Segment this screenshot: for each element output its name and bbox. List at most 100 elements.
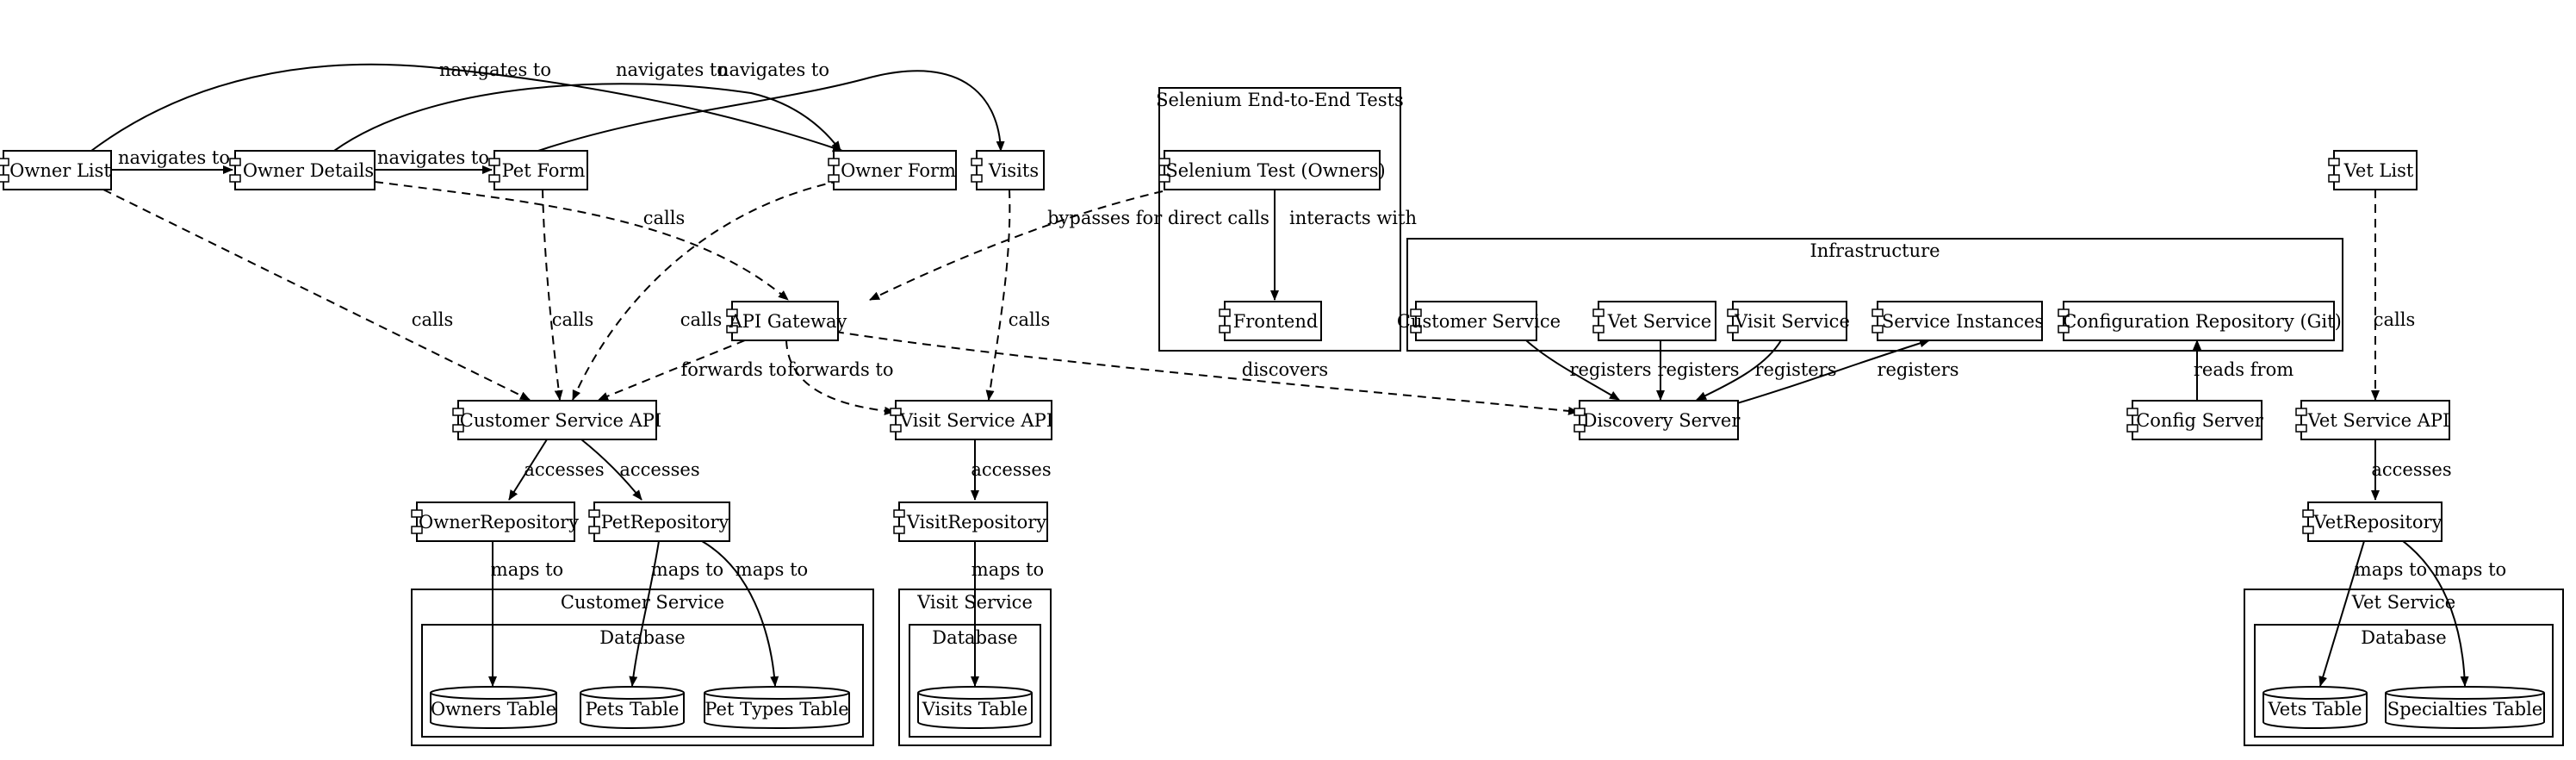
cluster-customer-service: Customer Service	[411, 589, 874, 746]
cluster-vet-service: Vet Service	[2244, 589, 2564, 746]
node-vet-service-api[interactable]: Vet Service API	[2295, 400, 2450, 440]
node-vet-service-api-label: Vet Service API	[2307, 410, 2450, 431]
node-owner-list[interactable]: Owner List	[0, 150, 112, 190]
edge-ownerlist-ownerdetails: navigates to	[111, 147, 233, 174]
node-visits[interactable]: Visits	[971, 150, 1045, 190]
svg-text:interacts with: interacts with	[1289, 208, 1417, 228]
node-visit-repository-label: VisitRepository	[906, 512, 1046, 533]
edge-customer-registers: registers	[1525, 340, 1652, 401]
table-vets-label: Vets Table	[2267, 699, 2362, 720]
table-specialties[interactable]: Specialties Table	[2385, 686, 2545, 729]
edge-ownerdetails-petform: navigates to	[375, 147, 493, 174]
table-vets[interactable]: Vets Table	[2263, 686, 2368, 729]
node-config-repository[interactable]: Configuration Repository (Git)	[2058, 301, 2342, 341]
svg-text:bypasses for direct calls: bypasses for direct calls	[1047, 208, 1269, 228]
edge-vetapi-vetrepo: accesses	[2371, 439, 2452, 501]
edge-ownerdetails-apigateway: calls	[374, 181, 789, 301]
node-visit-service-api[interactable]: Visit Service API	[890, 400, 1053, 440]
cluster-infrastructure-title: Infrastructure	[1809, 240, 1940, 261]
node-frontend[interactable]: Frontend	[1219, 301, 1322, 341]
node-visit-repository[interactable]: VisitRepository	[893, 501, 1048, 542]
node-infra-vet-service[interactable]: Vet Service	[1592, 301, 1716, 341]
table-pet-types-label: Pet Types Table	[705, 699, 848, 720]
edge-petrepo-pettypes: maps to	[701, 540, 808, 687]
node-owner-list-label: Owner List	[9, 160, 111, 181]
svg-text:maps to: maps to	[651, 559, 723, 580]
edge-ownerdetails-ownerform: navigates to	[333, 59, 841, 152]
cluster-vet-service-title: Vet Service	[2351, 592, 2455, 613]
table-specialties-label: Specialties Table	[2387, 699, 2543, 720]
svg-text:accesses: accesses	[2371, 459, 2451, 480]
node-frontend-label: Frontend	[1233, 311, 1319, 332]
node-owner-details[interactable]: Owner Details	[229, 150, 376, 190]
svg-text:forwards to: forwards to	[681, 359, 787, 380]
cluster-infrastructure: Infrastructure	[1406, 238, 2343, 352]
edge-selenium-frontend: interacts with	[1270, 190, 1417, 301]
svg-text:registers: registers	[1657, 359, 1739, 380]
svg-text:maps to: maps to	[491, 559, 563, 580]
edge-customerapi-petrepo: accesses	[580, 439, 700, 501]
svg-text:accesses: accesses	[971, 459, 1051, 480]
table-pets[interactable]: Pets Table	[580, 686, 685, 729]
node-pet-repository-label: PetRepository	[601, 512, 729, 533]
node-discovery-server[interactable]: Discovery Server	[1574, 400, 1741, 440]
node-selenium-test[interactable]: Selenium Test (Owners)	[1158, 150, 1386, 190]
svg-text:registers: registers	[1569, 359, 1651, 380]
node-service-instances[interactable]: Service Instances	[1871, 301, 2044, 341]
node-infra-visit-service-label: Visit Service	[1734, 311, 1850, 332]
node-owner-repository-label: OwnerRepository	[419, 512, 579, 533]
edge-visits-visitapi: calls	[985, 189, 1050, 401]
edge-vetlist-vetapi: calls	[2371, 190, 2415, 401]
table-pet-types[interactable]: Pet Types Table	[704, 686, 850, 729]
node-infra-vet-service-label: Vet Service	[1607, 311, 1711, 332]
svg-text:navigates to: navigates to	[717, 59, 829, 80]
node-service-instances-label: Service Instances	[1882, 311, 2044, 332]
edge-vetrepo-specialties: maps to	[2402, 540, 2506, 687]
edge-ownerform-customerapi: calls	[572, 180, 841, 401]
svg-text:maps to: maps to	[2434, 559, 2506, 580]
node-owner-form[interactable]: Owner Form	[828, 150, 957, 190]
node-customer-service-api[interactable]: Customer Service API	[452, 400, 661, 440]
cluster-selenium-title: Selenium End-to-End Tests	[1156, 90, 1404, 110]
svg-text:maps to: maps to	[2355, 559, 2427, 580]
node-config-repository-label: Configuration Repository (Git)	[2063, 311, 2342, 332]
node-config-server-label: Config Server	[2136, 410, 2264, 431]
svg-text:discovers: discovers	[1242, 359, 1328, 380]
node-vet-list[interactable]: Vet List	[2328, 150, 2418, 190]
node-infra-customer-service[interactable]: Customer Service	[1397, 301, 1561, 341]
node-owner-repository[interactable]: OwnerRepository	[411, 501, 579, 542]
cluster-vet-database: Database	[2254, 624, 2554, 738]
node-api-gateway[interactable]: API Gateway	[726, 301, 847, 341]
edge-discovery-instances: registers	[1730, 339, 1959, 406]
svg-text:forwards to: forwards to	[788, 359, 894, 380]
svg-text:accesses: accesses	[619, 459, 699, 480]
svg-text:maps to: maps to	[736, 559, 808, 580]
cluster-customer-service-title: Customer Service	[561, 592, 724, 613]
node-vet-repository[interactable]: VetRepository	[2302, 501, 2443, 542]
edge-visitapi-visitrepo: accesses	[971, 439, 1052, 501]
edge-gateway-customerapi: forwards to	[598, 340, 787, 401]
database-tables: Owners Table Pets Table Pet Types Table …	[430, 686, 2545, 729]
svg-text:maps to: maps to	[971, 559, 1044, 580]
edges: navigates to navigates to navigates to n…	[90, 59, 2506, 687]
node-vet-list-label: Vet List	[2343, 160, 2414, 181]
node-infra-visit-service[interactable]: Visit Service	[1727, 301, 1850, 341]
component-nodes: Owner List Owner Details Pet Form Owner …	[0, 150, 2450, 542]
table-owners[interactable]: Owners Table	[430, 686, 557, 729]
node-api-gateway-label: API Gateway	[729, 311, 847, 332]
node-config-server[interactable]: Config Server	[2126, 400, 2264, 440]
node-pet-form-label: Pet Form	[502, 160, 586, 181]
table-visits[interactable]: Visits Table	[917, 686, 1033, 729]
edge-config-reads: reads from	[2193, 340, 2294, 400]
svg-text:navigates to: navigates to	[439, 59, 551, 80]
node-pet-repository[interactable]: PetRepository	[588, 501, 730, 542]
node-selenium-test-label: Selenium Test (Owners)	[1165, 160, 1385, 181]
svg-text:accesses: accesses	[524, 459, 604, 480]
node-discovery-server-label: Discovery Server	[1583, 410, 1741, 431]
cluster-customer-database-title: Database	[599, 627, 685, 648]
node-owner-details-label: Owner Details	[243, 160, 374, 181]
edge-selenium-apigateway: bypasses for direct calls	[869, 190, 1269, 301]
node-pet-form[interactable]: Pet Form	[488, 150, 588, 190]
edge-ownerlist-ownerform: navigates to	[90, 59, 843, 153]
